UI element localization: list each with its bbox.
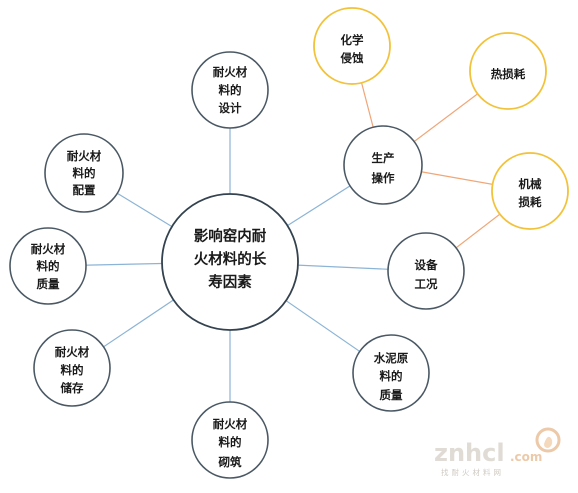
node-thermal-loss: 热损耗 [469, 32, 547, 110]
quality-line-3: 质量 [37, 277, 60, 291]
equipment-line-1: 设备 [415, 258, 438, 272]
center-line-3: 寿因素 [208, 273, 252, 291]
watermark-brand: znhcl [434, 439, 505, 467]
storage-line-3: 储存 [61, 381, 84, 395]
center-line-2: 火材料的长 [194, 250, 267, 268]
masonry-line-3: 砌筑 [218, 455, 242, 469]
node-refractory-design: 耐火材 料的 设计 [191, 51, 269, 129]
node-raw-material-quality: 水泥原 料的 质量 [352, 334, 430, 412]
design-line-3: 设计 [219, 101, 242, 115]
watermark-domain: .com [510, 450, 542, 464]
node-mechanical-loss: 机械 损耗 [491, 152, 569, 230]
operation-line-1: 生产 [372, 151, 395, 165]
node-production-operation: 生产 操作 [343, 125, 423, 205]
watermark-tagline: 找耐火材料网 [441, 467, 504, 477]
thermal-line-1: 热损耗 [491, 67, 526, 81]
node-refractory-config: 耐火材 料的 配置 [44, 133, 124, 213]
masonry-line-2: 料的 [219, 435, 242, 449]
config-line-1: 耐火材 [67, 149, 102, 163]
node-refractory-storage: 耐火材 料的 储存 [33, 329, 111, 407]
raw-material-line-2: 料的 [380, 369, 403, 383]
quality-line-2: 料的 [37, 259, 60, 273]
center-line-1: 影响窑内耐 [194, 227, 267, 245]
operation-line-2: 操作 [372, 171, 395, 185]
mechanical-line-2: 损耗 [519, 195, 542, 209]
storage-line-2: 料的 [61, 363, 84, 377]
raw-material-line-3: 质量 [380, 388, 403, 402]
equipment-line-2: 工况 [415, 277, 438, 291]
flame-icon [535, 427, 561, 453]
center-node: 影响窑内耐 火材料的长 寿因素 [161, 193, 299, 331]
mechanical-line-1: 机械 [519, 177, 542, 191]
chemical-line-1: 化学 [341, 33, 364, 47]
design-line-2: 料的 [219, 83, 242, 97]
quality-line-1: 耐火材 [31, 242, 66, 256]
node-refractory-quality: 耐火材 料的 质量 [9, 227, 87, 305]
config-line-3: 配置 [73, 183, 96, 197]
watermark-logo: znhcl .com 找耐火材料网 [434, 427, 561, 477]
config-line-2: 料的 [73, 166, 96, 180]
node-equipment-condition: 设备 工况 [387, 232, 465, 310]
masonry-line-1: 耐火材 [213, 417, 248, 431]
node-chemical-erosion: 化学 侵蚀 [313, 7, 391, 85]
storage-line-1: 耐火材 [55, 345, 90, 359]
chemical-line-2: 侵蚀 [340, 51, 364, 65]
design-line-1: 耐火材 [213, 65, 248, 79]
node-refractory-masonry: 耐火材 料的 砌筑 [191, 401, 269, 479]
raw-material-line-1: 水泥原 [374, 351, 409, 365]
